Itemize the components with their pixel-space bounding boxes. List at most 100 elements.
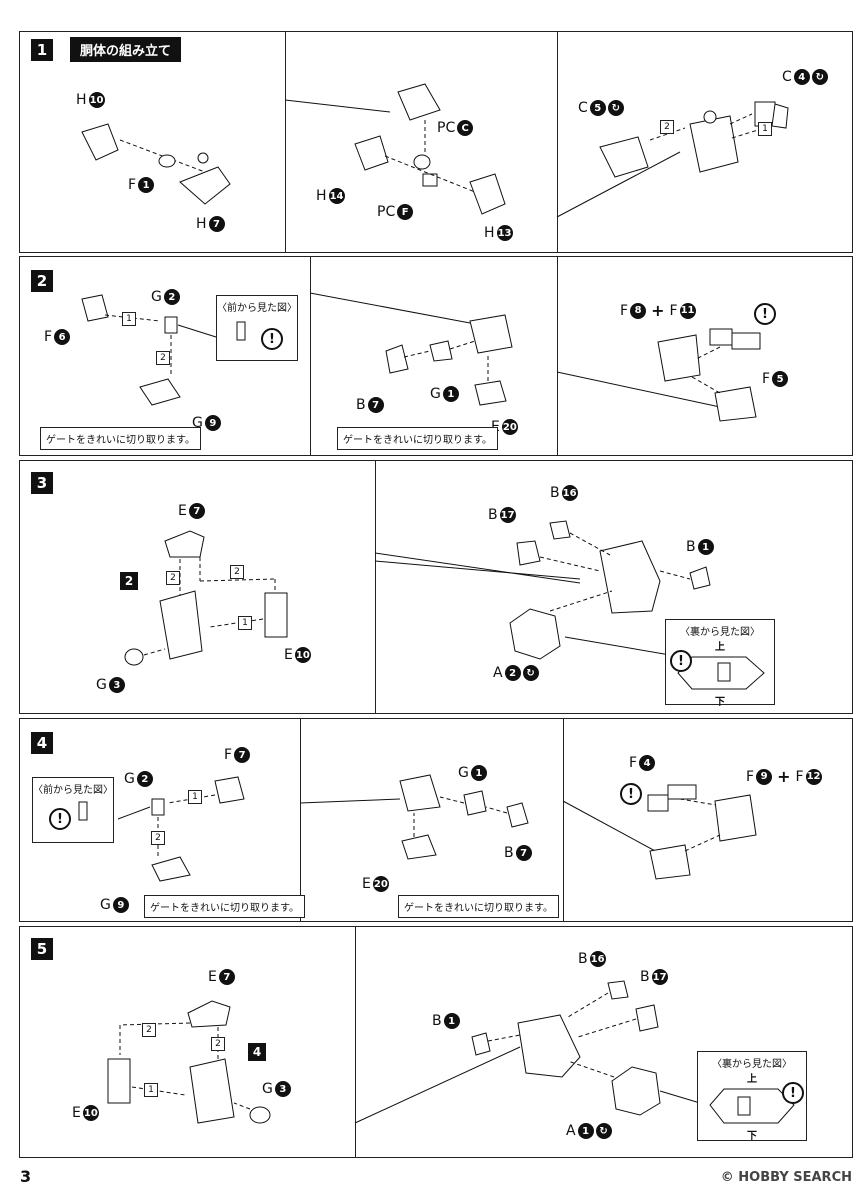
divider bbox=[300, 719, 301, 921]
order-marker: 1 bbox=[188, 790, 202, 804]
divider bbox=[285, 32, 286, 252]
back-view-diagram bbox=[677, 656, 765, 690]
rotate-arrow-icon: ↻ bbox=[811, 69, 828, 85]
front-view-box: 〈前から見た図〉 ! bbox=[216, 295, 298, 361]
step-ref-badge: 4 bbox=[248, 1043, 266, 1061]
divider bbox=[563, 719, 564, 921]
exclamation-icon: ! bbox=[261, 328, 283, 350]
exclamation-icon: ! bbox=[49, 808, 71, 830]
front-view-diagram bbox=[78, 801, 88, 821]
watermark: © HOBBY SEARCH bbox=[720, 1170, 852, 1185]
assembly-lines bbox=[107, 980, 701, 1124]
back-view-box: 〈裏から見た図〉 上 下 ! bbox=[697, 1051, 807, 1142]
step-number: 5 bbox=[31, 938, 53, 960]
rotate-arrow-icon: ↻ bbox=[607, 100, 624, 116]
step-ref-badge: 2 bbox=[120, 572, 138, 590]
divider bbox=[557, 32, 558, 252]
exclamation-icon: ! bbox=[782, 1082, 804, 1104]
gate-note: ゲートをきれいに切り取ります。 bbox=[144, 895, 305, 918]
rotate-arrow-icon: ↻ bbox=[522, 665, 539, 681]
back-view-box: 〈裏から見た図〉 上 下 ! bbox=[665, 619, 775, 708]
step-number: 2 bbox=[31, 270, 53, 292]
assembly-lines bbox=[81, 83, 789, 218]
order-marker: 2 bbox=[660, 120, 674, 134]
assembly-lines bbox=[117, 774, 757, 882]
order-marker: 2 bbox=[151, 831, 165, 845]
page-number: 3 bbox=[20, 1167, 32, 1186]
front-view-box: 〈前から見た図〉 ! bbox=[32, 777, 114, 843]
front-view-diagram bbox=[236, 321, 246, 341]
order-marker: 1 bbox=[122, 312, 136, 326]
rotate-arrow-icon: ↻ bbox=[595, 1123, 612, 1139]
divider bbox=[310, 257, 311, 455]
order-marker: 1 bbox=[238, 616, 252, 630]
step-number: 4 bbox=[31, 732, 53, 754]
order-marker: 2 bbox=[156, 351, 170, 365]
order-marker: 2 bbox=[230, 565, 244, 579]
divider bbox=[375, 461, 376, 713]
exclamation-icon: ! bbox=[670, 650, 692, 672]
gate-note: ゲートをきれいに切り取ります。 bbox=[337, 427, 498, 450]
divider bbox=[355, 927, 356, 1157]
top-label: 上 bbox=[715, 642, 725, 653]
step-2-panel: 2 G2 F6 G9 B7 G1 E20 F8+F11 F5 ! 〈前から見た図… bbox=[19, 256, 853, 456]
order-marker: 2 bbox=[142, 1023, 156, 1037]
order-marker: 1 bbox=[758, 122, 772, 136]
step-title: 胴体の組み立て bbox=[70, 37, 182, 62]
exclamation-icon: ! bbox=[754, 303, 776, 325]
divider bbox=[557, 257, 558, 455]
order-marker: 2 bbox=[166, 571, 180, 585]
top-label: 上 bbox=[747, 1074, 757, 1085]
back-view-diagram bbox=[709, 1088, 795, 1124]
gate-note: ゲートをきれいに切り取ります。 bbox=[398, 895, 559, 918]
bottom-label: 下 bbox=[747, 1131, 757, 1142]
order-marker: 1 bbox=[144, 1083, 158, 1097]
step-number: 3 bbox=[31, 472, 53, 494]
assembly-lines bbox=[81, 292, 761, 422]
step-number: 1 bbox=[31, 39, 53, 61]
assembly-lines bbox=[124, 520, 711, 666]
